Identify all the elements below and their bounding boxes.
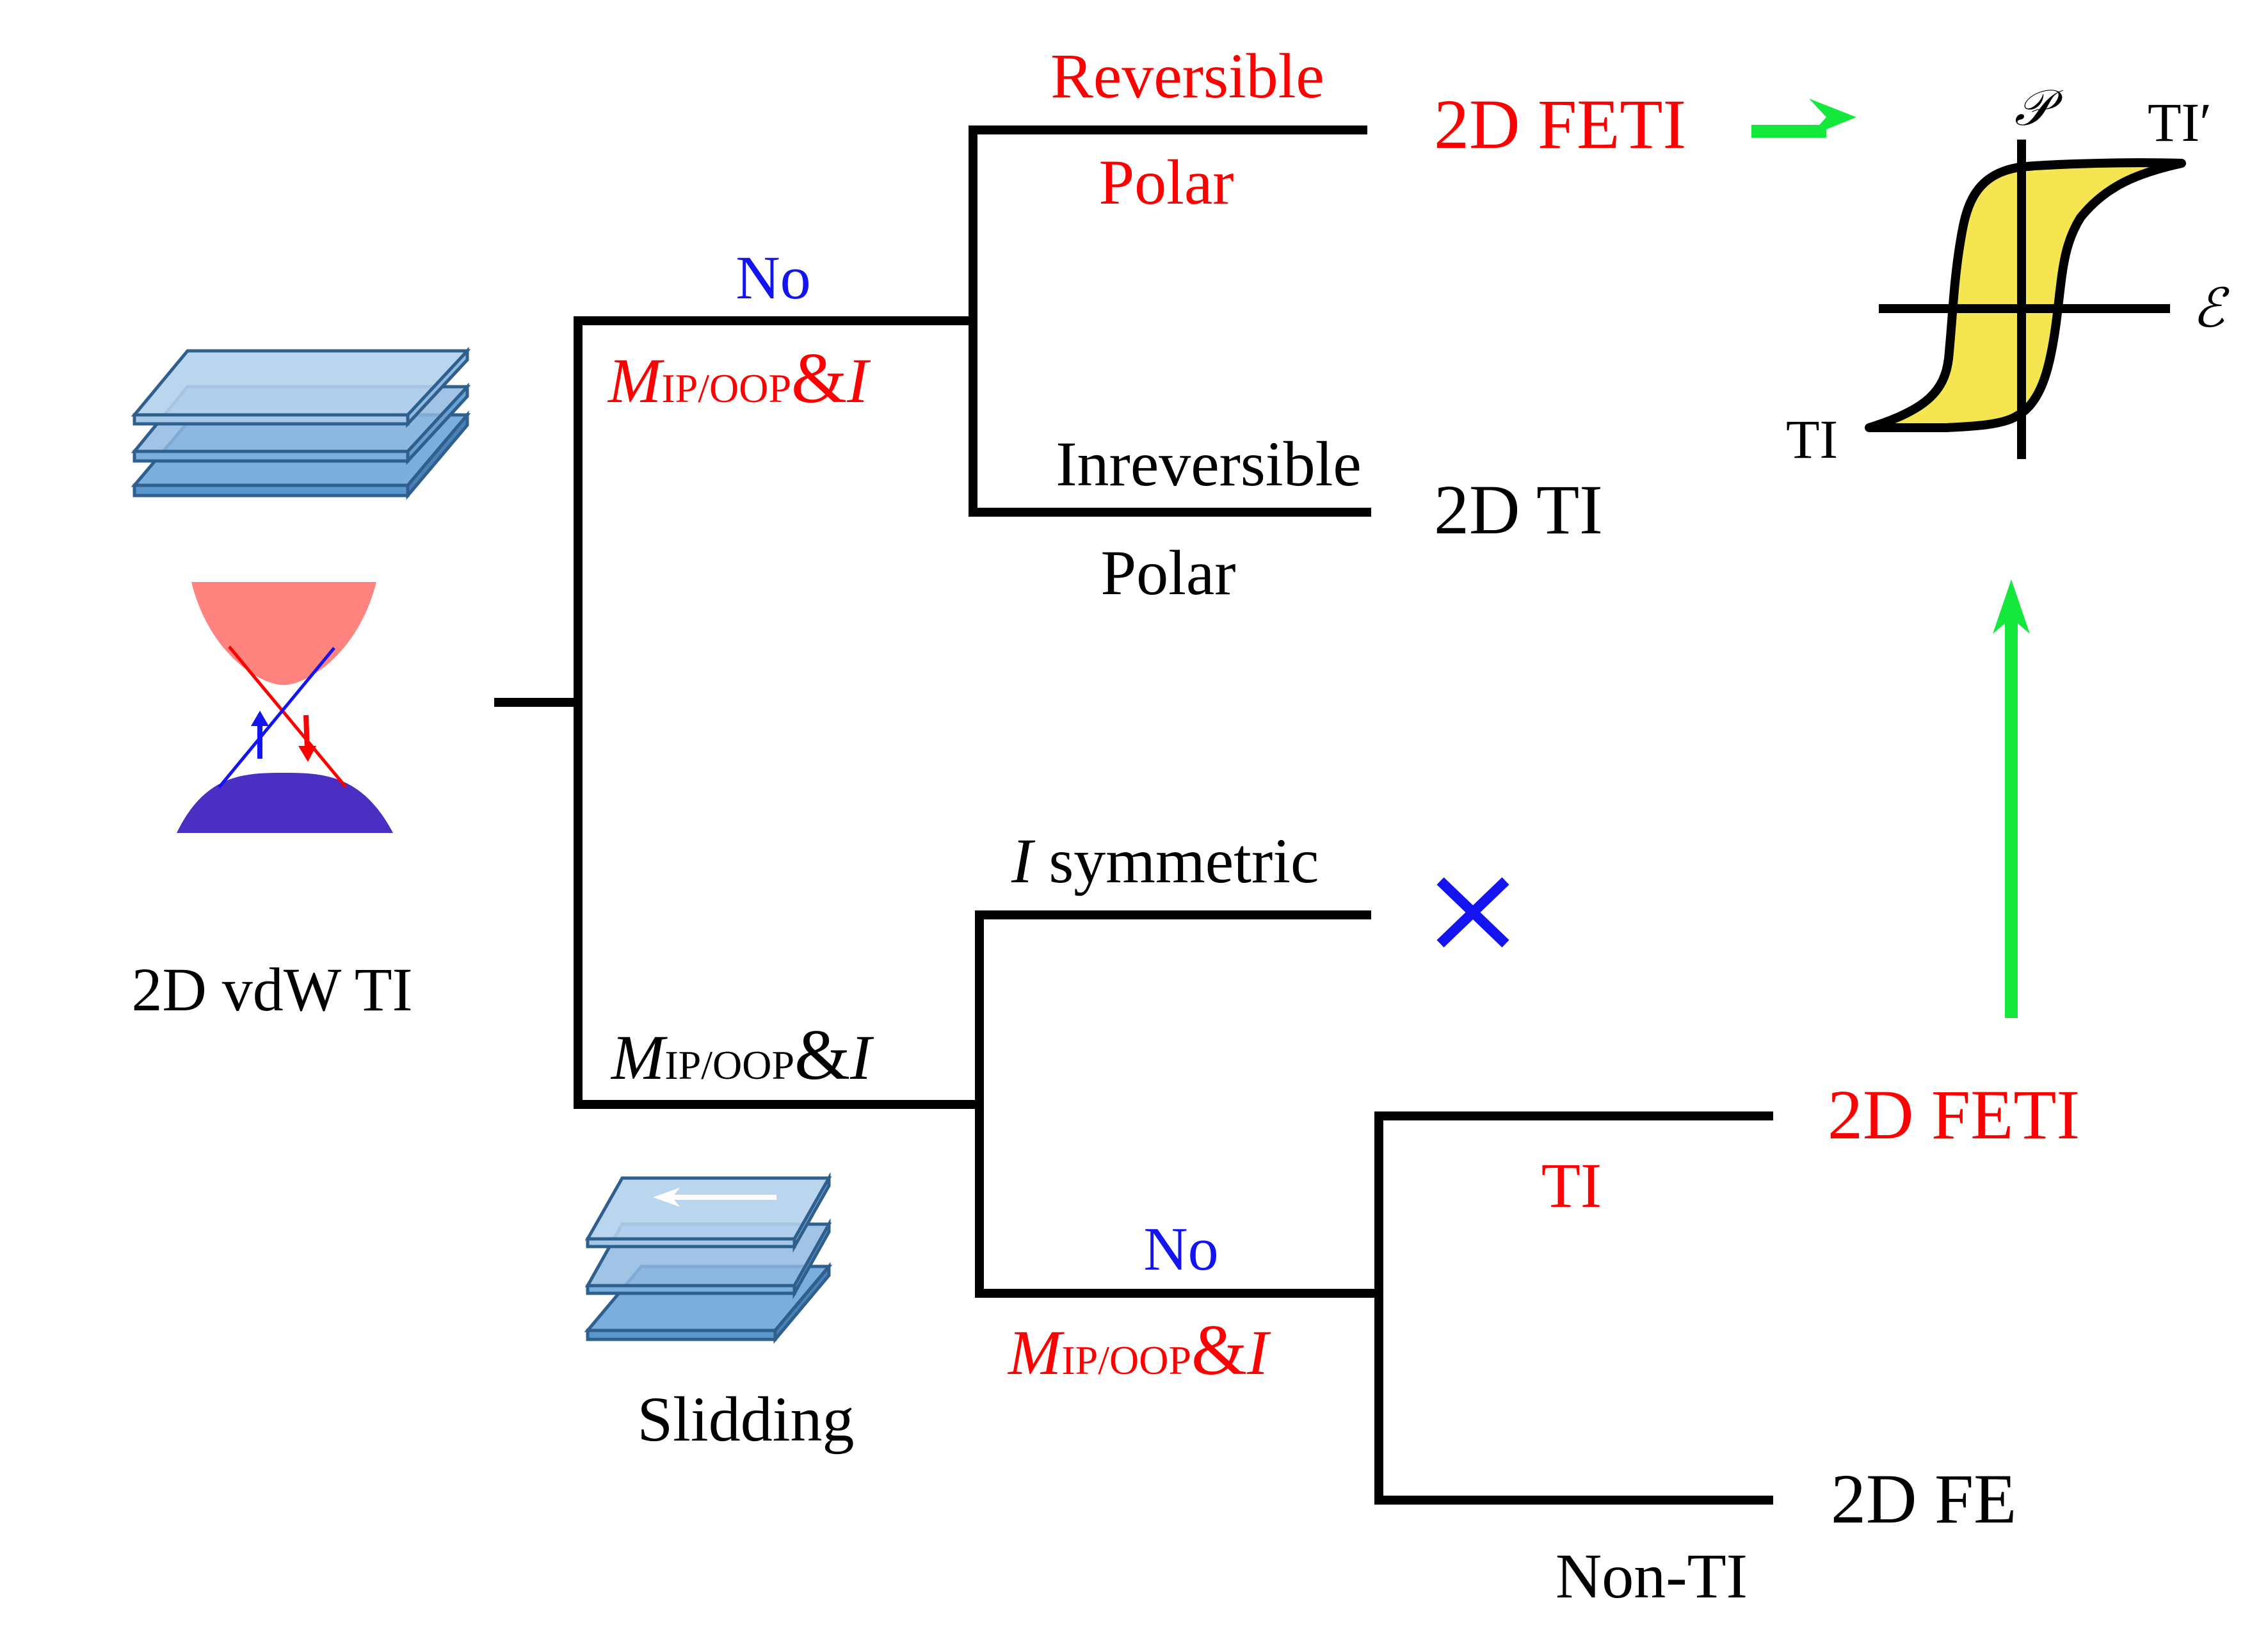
layer-bottom-side [773,1262,831,1344]
p-axis-label: 𝒫 [2015,80,2064,136]
conduction-band [191,582,376,685]
spin-up-arrow-icon [251,711,269,759]
edge-state-red [228,645,347,788]
arrow-right-icon [1751,99,1856,138]
spin-down-arrow-icon [298,715,316,762]
m-symbol: M [607,345,664,416]
layer-middle-side [406,382,469,465]
ip-oop-subscript: IP/OOP [664,1042,794,1088]
root-label: 2D vdW TI [131,955,412,1024]
cross-icon [1436,877,1509,948]
sliding-layers-icon [584,1172,833,1344]
nonti-label: Non-TI [1556,1540,1748,1612]
sliding-label: Slidding [638,1384,855,1455]
m-symbol: M [1007,1317,1065,1388]
layer-bottom-side [406,410,469,500]
lower-no-condition-label: MIP/OOP&I [1007,1311,1271,1390]
irreversible-result-2d-ti: 2D TI [1434,471,1603,549]
symmetric-text: symmetric [1033,825,1319,896]
ti-result-2d-feti: 2D FETI [1828,1076,2080,1154]
layer-bottom-front [586,1329,777,1341]
nonti-result-2d-fe: 2D FE [1831,1460,2016,1538]
ti-label: TI [1541,1150,1602,1221]
lower-condition-label: MIP/OOP&I [610,1015,874,1095]
layer-bottom-front [133,483,410,497]
bottom-state-label: TI [1786,408,1838,470]
layer-top-side [406,346,469,428]
e-axis-label: ℰ [2192,279,2230,339]
hysteresis-loop-chart: 𝒫 ℰ TI′ TI [1786,80,2230,470]
reversible-label-line2: Polar [1098,147,1234,218]
layer-middle-front [586,1284,796,1295]
layer-top-side [792,1172,831,1253]
i-symbol: I [1246,1317,1271,1388]
layer-top-top [584,1176,832,1241]
slide-direction-arrow-icon [653,1188,776,1207]
ip-oop-subscript: IP/OOP [661,366,791,411]
arrow-up-icon [1993,579,2030,1018]
edge-state-blue [218,647,335,789]
valence-band [177,773,393,833]
irreversible-label-line2: Polar [1100,537,1235,608]
ampersand: & [794,1015,850,1095]
lower-no-label: No [1143,1215,1218,1283]
i-symbol: I [1011,825,1036,896]
reversible-label-line1: Reversible [1050,40,1324,111]
layer-middle-front [133,449,410,463]
dirac-cone-icon [177,582,393,833]
upper-no-label: No [736,243,810,312]
layer-top-front [133,413,410,426]
i-symbol: I [846,345,871,416]
vdw-layers-icon [131,346,471,500]
layer-middle-side [792,1218,831,1300]
ampersand: & [1191,1311,1247,1390]
ip-oop-subscript: IP/OOP [1061,1337,1191,1383]
upper-condition-label: MIP/OOP&I [607,339,871,418]
m-symbol: M [610,1022,668,1093]
tree-lines [494,125,1773,1505]
reversible-result-2d-feti: 2D FETI [1434,85,1686,163]
ampersand: & [791,339,847,418]
i-symmetric-label: I symmetric [1011,825,1319,896]
i-symbol: I [849,1022,874,1093]
layer-top-front [586,1237,796,1248]
irreversible-label-line1: Inreversible [1056,428,1362,499]
top-state-label: TI′ [2148,92,2212,153]
